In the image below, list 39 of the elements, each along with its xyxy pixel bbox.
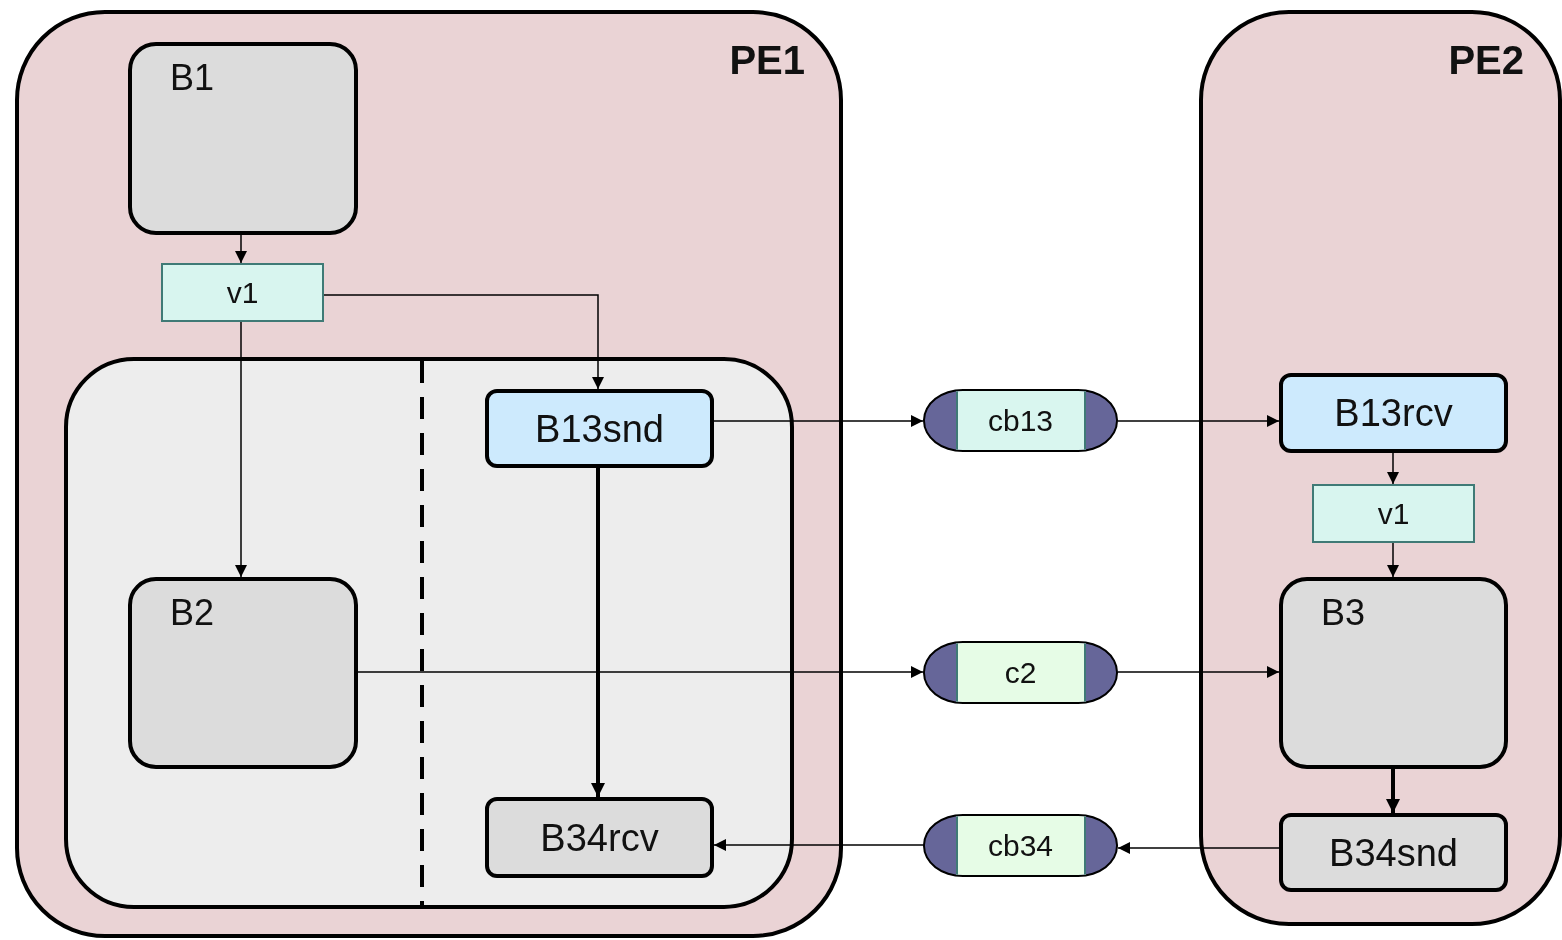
block-box — [1279, 373, 1508, 453]
arrow — [1386, 769, 1400, 813]
block-label: B1 — [170, 60, 215, 96]
block-label: B3 — [1321, 595, 1366, 631]
variable-box — [1312, 484, 1475, 543]
channel-label: cb13 — [955, 391, 1086, 450]
arrow — [591, 468, 605, 797]
block-box — [485, 797, 714, 878]
arrow — [323, 294, 604, 390]
group-box — [64, 357, 794, 909]
arrow — [1117, 666, 1280, 678]
channel-label: cb34 — [955, 816, 1086, 875]
arrow — [1387, 452, 1399, 485]
arrow — [1117, 842, 1280, 854]
block-box — [1279, 577, 1508, 769]
block-box — [485, 389, 714, 468]
block-label: B13rcv — [1334, 394, 1453, 432]
arrow — [713, 415, 924, 427]
container-label: PE2 — [1448, 40, 1524, 80]
arrow — [713, 839, 924, 851]
block-label: B34snd — [1329, 833, 1458, 872]
container-label: PE1 — [729, 40, 805, 80]
block-label: B34rcv — [540, 818, 659, 857]
arrow — [235, 321, 247, 578]
block-box — [128, 577, 358, 769]
arrow — [357, 666, 924, 678]
arrow — [1387, 542, 1399, 578]
processor-container — [1199, 10, 1562, 926]
block-box — [1279, 813, 1508, 892]
block-label: B2 — [170, 595, 215, 631]
channel-label: c2 — [955, 643, 1086, 702]
variable-label: v1 — [226, 277, 259, 308]
processor-container — [15, 10, 843, 938]
variable-label: v1 — [1377, 498, 1410, 529]
variable-box — [161, 263, 324, 322]
block-label: B13snd — [535, 409, 664, 448]
arrow — [1117, 415, 1280, 427]
arrow — [235, 234, 247, 264]
block-box — [128, 42, 358, 235]
